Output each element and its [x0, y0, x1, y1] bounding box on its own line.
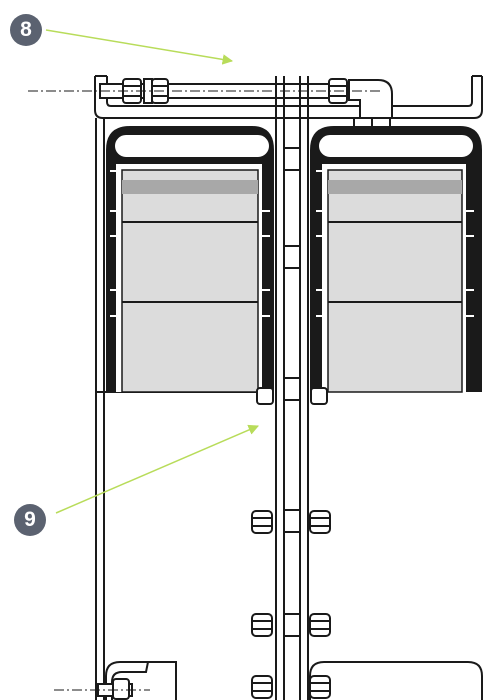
hex-nut-icon [309, 675, 331, 699]
hex-nut-icon [310, 387, 328, 405]
callout-9-badge: 9 [14, 504, 46, 536]
center-spine [275, 76, 309, 700]
right-filter-cartridge [310, 126, 482, 393]
callout-9-leader [55, 424, 259, 514]
bottom-right-plate [309, 661, 483, 700]
hex-nut-icon [256, 387, 274, 405]
left-filter-cartridge [106, 126, 274, 393]
hex-nut-icon [251, 675, 273, 699]
bottom-tie-rod [97, 678, 133, 700]
callout-8-badge: 8 [10, 14, 42, 46]
hex-nut-icon [251, 510, 273, 534]
callout-8-leader [45, 29, 234, 65]
hex-nut-icon [309, 510, 331, 534]
hex-nut-icon [309, 613, 331, 637]
top-header-plate [94, 75, 483, 119]
hex-nut-icon [251, 613, 273, 637]
